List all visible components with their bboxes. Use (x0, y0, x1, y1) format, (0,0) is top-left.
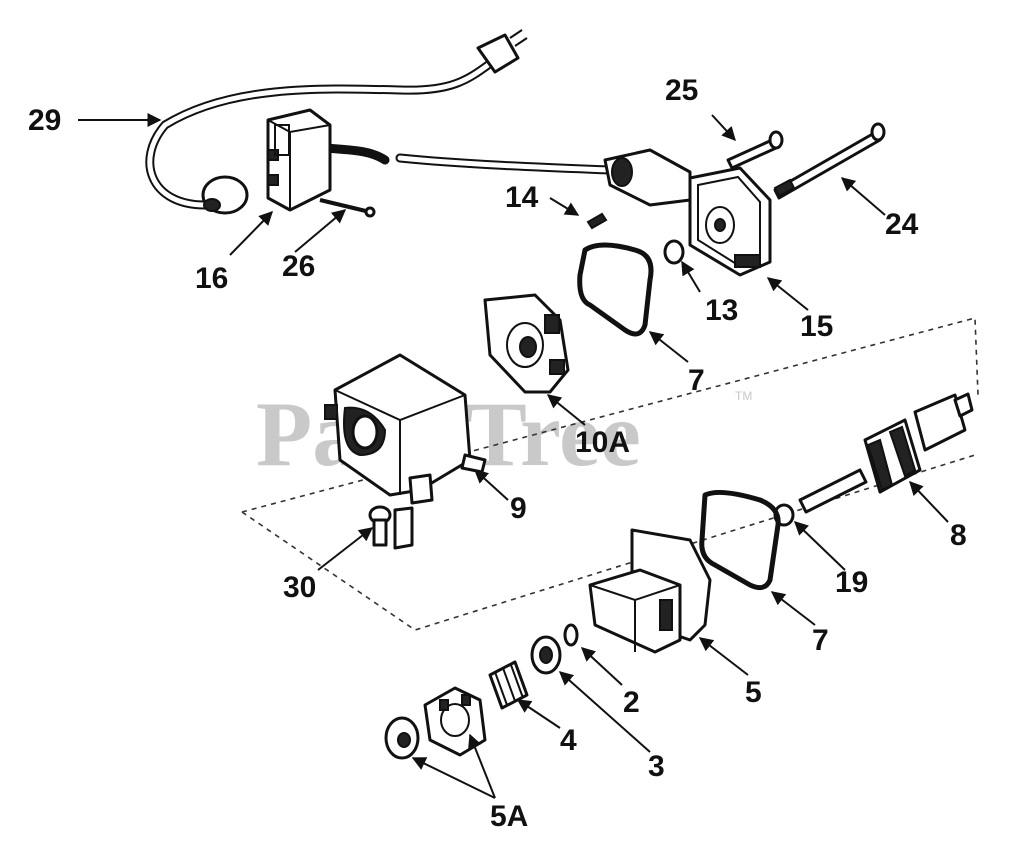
callout-8: 8 (950, 519, 967, 552)
callout-13: 13 (705, 294, 738, 327)
callout-15: 15 (800, 310, 833, 343)
retaining-ring-icon (563, 623, 579, 647)
callout-5: 5 (745, 676, 762, 709)
callout-16: 16 (195, 262, 228, 295)
mounting-screw-icon (368, 505, 414, 550)
watermark-trademark: TM (735, 389, 752, 403)
armature-icon (798, 392, 974, 514)
drive-cup-icon (423, 686, 487, 757)
callout-14: 14 (505, 181, 539, 214)
strain-relief-icon (201, 175, 249, 215)
washer-icon (663, 239, 685, 265)
callout-19: 19 (835, 566, 868, 599)
callout-24: 24 (885, 208, 919, 241)
callout-2: 2 (623, 686, 640, 719)
callout-5a: 5A (490, 800, 528, 833)
leader-lines (78, 113, 949, 799)
brush-plate-icon (483, 293, 570, 394)
end-cover-icon (688, 166, 772, 277)
cord-connector-icon (603, 148, 692, 207)
drive-nut-icon (384, 716, 420, 760)
callout-29: 29 (28, 104, 61, 137)
callout-26: 26 (282, 250, 315, 283)
screw-icon (319, 198, 376, 218)
callout-25: 25 (665, 74, 698, 107)
power-cord (145, 29, 692, 215)
callout-10a: 10A (575, 426, 630, 459)
small-screw-icon (586, 212, 608, 230)
callout-labels: 29 25 14 24 16 26 13 15 7 10A 9 8 19 30 … (28, 74, 967, 833)
through-bolt-icon (773, 122, 886, 200)
gear-washer-icon (530, 635, 562, 675)
field-housing-icon (324, 353, 487, 505)
callout-7-lower: 7 (812, 624, 829, 657)
switch-housing-icon (266, 108, 332, 212)
callout-4: 4 (560, 724, 577, 757)
spring-icon (488, 660, 529, 710)
callout-30: 30 (283, 571, 316, 604)
plug-icon (476, 29, 528, 74)
upper-gasket-icon (577, 242, 654, 337)
long-screw-icon (726, 130, 784, 170)
watermark: PartsTree TM (256, 383, 752, 485)
lower-gasket-icon (699, 489, 781, 591)
callout-9: 9 (510, 492, 527, 525)
callout-3: 3 (648, 750, 665, 783)
callout-7-upper: 7 (688, 364, 705, 397)
gear-housing-icon (588, 528, 712, 654)
